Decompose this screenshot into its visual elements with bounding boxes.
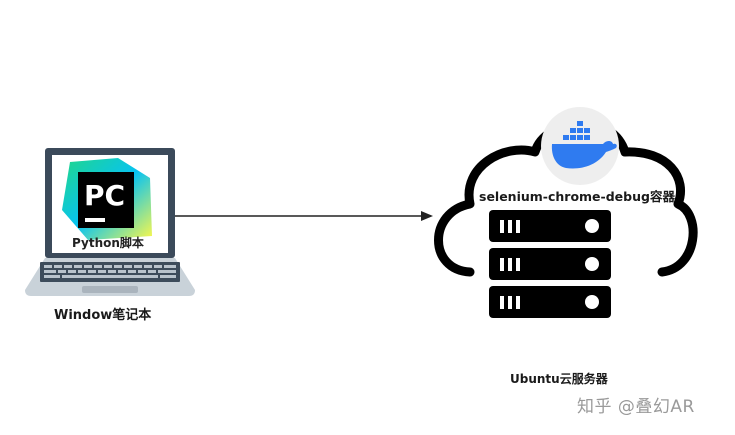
server-rack-icon: [489, 210, 611, 318]
server-label: Ubuntu云服务器: [510, 372, 608, 386]
watermark: 知乎 @叠幻AR: [577, 397, 695, 417]
laptop-label: Window笔记本: [54, 308, 152, 323]
container-label: selenium-chrome-debug容器: [479, 189, 675, 204]
pycharm-icon: [62, 158, 152, 240]
python-script-label: Python脚本: [72, 236, 144, 250]
ide-logo-text: PC: [84, 179, 125, 212]
docker-whale-icon: [541, 107, 619, 185]
